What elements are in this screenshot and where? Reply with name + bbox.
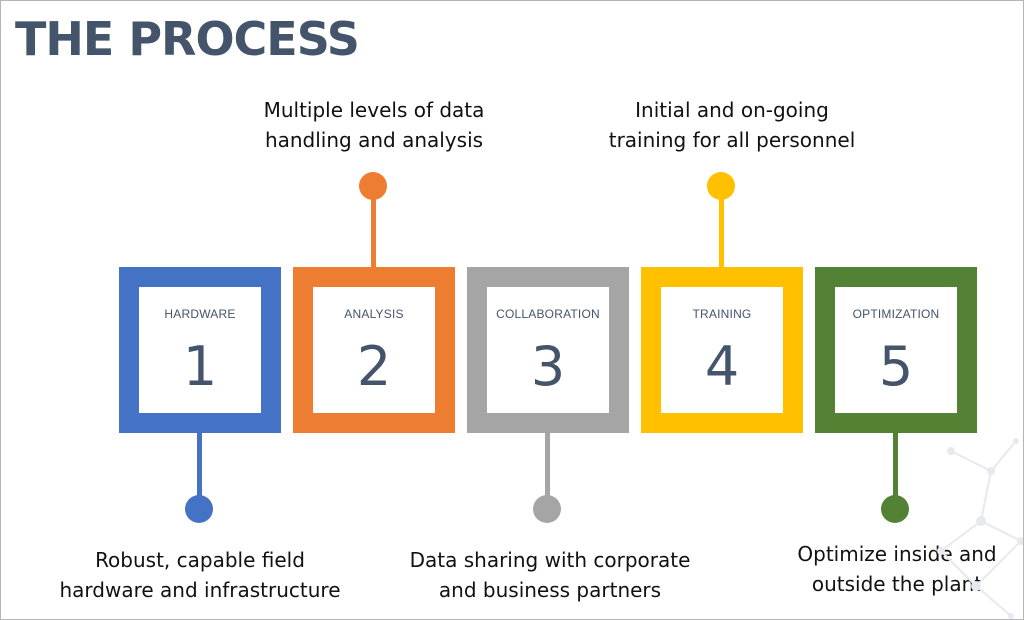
connector-line-training (719, 193, 724, 267)
caption-line: Optimize inside and (797, 542, 997, 566)
step-box-analysis: ANALYSIS 2 (293, 267, 455, 433)
caption-line: Initial and on-going (635, 98, 829, 122)
caption-line: hardware and infrastructure (59, 578, 341, 602)
caption-line: Robust, capable field (95, 548, 305, 572)
caption-line: handling and analysis (264, 128, 484, 152)
caption-line: Multiple levels of data (263, 98, 485, 122)
step-label: ANALYSIS (344, 307, 404, 321)
caption-analysis: Multiple levels of data handling and ana… (214, 95, 534, 155)
step-box-inner: OPTIMIZATION 5 (835, 287, 957, 413)
connector-line-collaboration (545, 433, 550, 507)
step-label: COLLABORATION (496, 307, 600, 321)
step-label: OPTIMIZATION (852, 307, 940, 321)
network-decoration (937, 438, 1023, 619)
step-box-inner: ANALYSIS 2 (313, 287, 435, 413)
caption-line: Data sharing with corporate (409, 548, 691, 572)
caption-collaboration: Data sharing with corporate and business… (390, 545, 710, 605)
step-number: 4 (704, 335, 740, 398)
step-box-collaboration: COLLABORATION 3 (467, 267, 629, 433)
step-box-inner: COLLABORATION 3 (487, 287, 609, 413)
step-label: HARDWARE (164, 307, 236, 321)
step-number: 5 (878, 335, 914, 398)
caption-optimization: Optimize inside and outside the plant (737, 539, 1023, 599)
connector-dot-analysis (359, 172, 387, 200)
step-number: 2 (356, 335, 392, 398)
connector-line-optimization (893, 433, 898, 507)
connector-line-analysis (371, 193, 376, 267)
step-label: TRAINING (692, 307, 752, 321)
step-box-optimization: OPTIMIZATION 5 (815, 267, 977, 433)
step-box-training: TRAINING 4 (641, 267, 803, 433)
connector-dot-collaboration (533, 495, 561, 523)
caption-training: Initial and on-going training for all pe… (572, 95, 892, 155)
caption-hardware: Robust, capable field hardware and infra… (40, 545, 360, 605)
step-box-hardware: HARDWARE 1 (119, 267, 281, 433)
connector-dot-training (707, 172, 735, 200)
step-box-inner: HARDWARE 1 (139, 287, 261, 413)
step-box-inner: TRAINING 4 (661, 287, 783, 413)
caption-line: training for all personnel (608, 128, 856, 152)
connector-line-hardware (197, 433, 202, 507)
slide-title: THE PROCESS (15, 12, 360, 66)
connector-dot-hardware (185, 495, 213, 523)
caption-line: and business partners (438, 578, 662, 602)
step-number: 1 (182, 335, 218, 398)
caption-line: outside the plant (811, 572, 983, 596)
connector-dot-optimization (881, 495, 909, 523)
step-number: 3 (530, 335, 566, 398)
